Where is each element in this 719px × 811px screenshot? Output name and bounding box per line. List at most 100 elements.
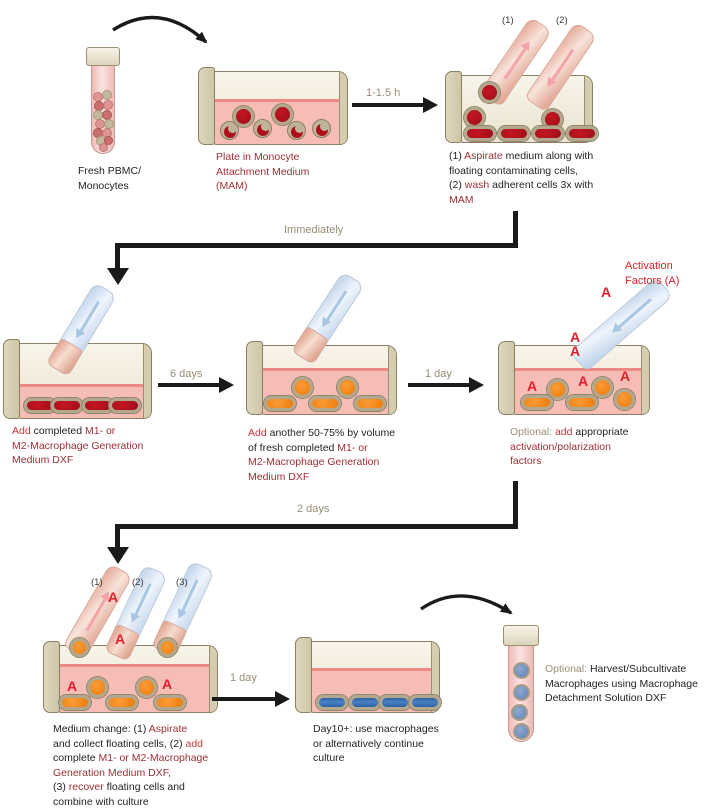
adherent-cell	[51, 398, 83, 413]
dish-edge	[584, 76, 592, 142]
activation-a: A	[578, 373, 589, 389]
pipette-2-tag: (2)	[132, 577, 144, 588]
down-arrowhead-icon	[107, 547, 129, 564]
activation-a: A	[570, 329, 581, 345]
dish-wall	[198, 67, 215, 145]
activation-a: A	[570, 343, 581, 359]
macrophage-cell	[592, 377, 613, 398]
down-arrow-icon	[127, 612, 140, 625]
adherent-macrophage	[521, 395, 553, 410]
pbmc-cell	[104, 136, 113, 145]
arrow-right-icon	[408, 377, 484, 393]
activation-a: A	[162, 676, 173, 692]
pipette-2-tag: (2)	[556, 15, 568, 26]
pipette-1-tag: (1)	[91, 577, 103, 588]
dish-wall	[43, 641, 60, 713]
pipette-1-tag: (1)	[502, 15, 514, 26]
dish-wall	[3, 339, 20, 419]
adherent-macrophage	[106, 695, 138, 710]
dish-wall	[246, 341, 263, 415]
adherent-macrophage	[264, 396, 296, 411]
adherent-cell	[109, 398, 141, 413]
down-arrowhead-icon	[107, 268, 129, 285]
harvested-macrophage	[513, 662, 530, 679]
connector-line	[115, 243, 120, 270]
pbmc-cell	[99, 143, 108, 152]
dish-edge	[209, 646, 217, 712]
aspirated-cell	[479, 82, 500, 103]
monocyte-crescent-cell	[220, 121, 239, 140]
monocyte-cell	[272, 104, 293, 125]
mature-macrophage	[316, 695, 348, 710]
connector-line	[115, 243, 518, 248]
one-day-label: 1 day	[425, 368, 452, 380]
harvested-macrophage	[511, 704, 528, 721]
mature-macrophage	[349, 695, 381, 710]
harvest-tube	[508, 645, 534, 742]
monocyte-cell	[233, 106, 254, 127]
harvest-tube-cap	[503, 625, 539, 646]
adherent-cell	[532, 126, 564, 141]
adherent-macrophage	[59, 695, 91, 710]
fresh-pbmc-label: Fresh PBMC/Monocytes	[78, 165, 142, 192]
monocyte-cell	[464, 107, 485, 128]
connector-line	[115, 524, 518, 529]
adherent-macrophage	[354, 396, 386, 411]
monocyte-crescent-cell	[287, 121, 306, 140]
arrow-right-icon	[212, 691, 290, 707]
activation-a: A	[601, 284, 612, 300]
monocyte-crescent-cell	[253, 119, 272, 138]
down-arrow-icon	[71, 327, 85, 341]
dish-wall	[498, 341, 515, 415]
macrophage-cell	[292, 377, 313, 398]
two-days-label: 2 days	[297, 503, 330, 515]
floating-cell	[70, 638, 89, 657]
curved-arrow-icon	[420, 594, 513, 615]
mature-macrophage	[409, 695, 441, 710]
harvested-macrophage	[513, 723, 530, 740]
activation-a: A	[620, 368, 631, 384]
macrophage-cell	[614, 389, 635, 410]
dish-edge	[431, 642, 439, 712]
adherent-cell	[498, 126, 530, 141]
adherent-macrophage	[566, 395, 598, 410]
connector-line	[513, 481, 518, 529]
connector-line	[115, 524, 120, 549]
activation-a: A	[527, 378, 538, 394]
macrophage-cell	[337, 377, 358, 398]
down-arrow-icon	[174, 608, 187, 621]
adherent-macrophage	[154, 695, 186, 710]
dish-wall	[445, 71, 462, 143]
mature-macrophage	[379, 695, 411, 710]
six-days-label: 6 days	[170, 368, 203, 380]
pipette-3-tag: (3)	[176, 577, 188, 588]
dish-edge	[388, 346, 396, 414]
connector-line	[513, 211, 518, 248]
pbmc-tube-cap	[86, 47, 120, 66]
monocyte-crescent-cell	[312, 119, 331, 138]
adherent-cell	[566, 126, 598, 141]
immediately-label: Immediately	[284, 224, 344, 236]
dish-edge	[143, 344, 151, 418]
pbmc-tube	[91, 65, 115, 154]
activation-a: A	[67, 678, 78, 694]
dish-wall	[295, 637, 312, 713]
activation-a: A	[115, 631, 126, 647]
adherent-macrophage	[309, 396, 341, 411]
pbmc-cell	[102, 90, 112, 100]
floating-cell	[158, 638, 177, 657]
arrow-right-icon	[352, 97, 438, 113]
dish-edge	[339, 72, 347, 144]
adherent-cell	[464, 126, 496, 141]
attach-time-label: 1-1.5 h	[366, 87, 401, 99]
activation-a: A	[108, 589, 119, 605]
